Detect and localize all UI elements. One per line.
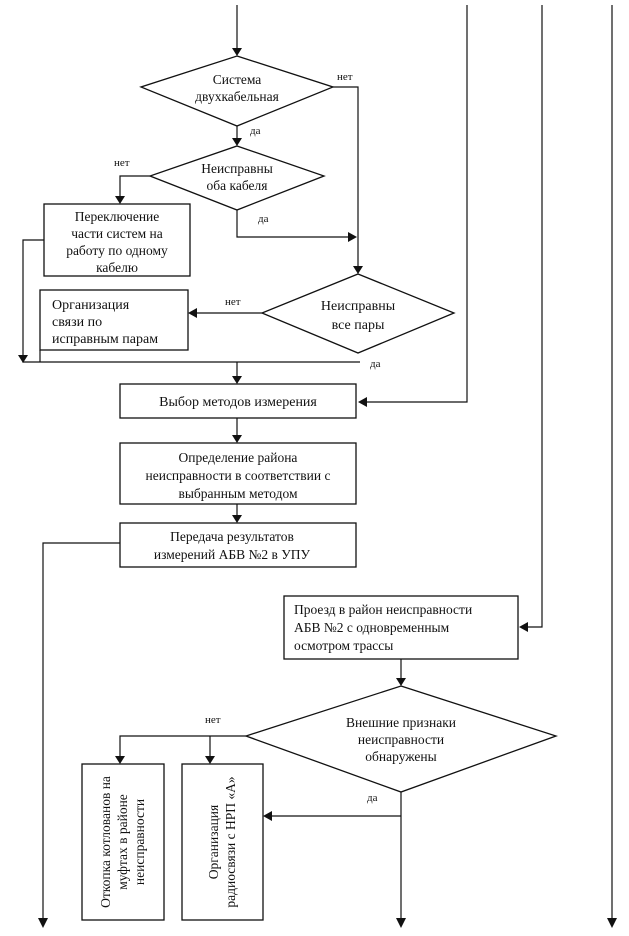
define-region-line-1: Определение района (179, 450, 298, 465)
switch-part-line-2: части систем на (71, 226, 163, 241)
label-yes-external-signs: да (367, 792, 378, 804)
org-pairs-line-2: связи по (52, 315, 102, 330)
digging-line-2: муфтах в районе (115, 794, 130, 890)
label-yes-dual-cable: да (250, 125, 261, 137)
both-cables-line-1: Неисправны (201, 161, 273, 176)
digging-line-3: неисправности (132, 799, 147, 885)
all-pairs-line-2: все пары (332, 318, 385, 333)
label-yes-both-cables: да (258, 213, 269, 225)
all-pairs-line-1: Неисправны (321, 299, 396, 314)
define-region-line-2: неисправности в соответствии с (146, 468, 331, 483)
process-choose-method: Выбор методов измерения (119, 383, 357, 419)
process-travel: Проезд в район неисправности АБВ №2 с од… (283, 595, 519, 660)
transfer-results-line-2: измерений АБВ №2 в УПУ (154, 547, 311, 562)
process-radio: Организация радиосвязи с НРП «А» (181, 763, 264, 921)
both-cables-line-2: оба кабеля (207, 178, 268, 193)
switch-part-line-4: кабелю (96, 260, 138, 275)
switch-part-line-3: работу по одному (66, 243, 168, 258)
decision-all-pairs: Неисправны все пары (260, 273, 456, 354)
connectors (22, 5, 613, 920)
label-no-dual-cable: нет (337, 71, 353, 83)
org-pairs-line-3: исправным парам (52, 332, 158, 347)
dual-cable-line-2: двухкабельная (195, 89, 279, 104)
travel-line-3: осмотром трассы (294, 638, 393, 653)
digging-line-1: Откопка котлованов на (98, 776, 113, 908)
org-pairs-line-1: Организация (52, 298, 130, 313)
label-no-both-cables: нет (114, 157, 130, 169)
travel-line-2: АБВ №2 с одновременным (294, 620, 450, 635)
define-region-line-3: выбранным методом (178, 486, 297, 501)
external-signs-line-2: неисправности (358, 732, 444, 747)
process-switch-part: Переключение части систем на работу по о… (43, 203, 191, 277)
branch-labels: нет да нет да нет да нет да (114, 71, 381, 804)
decision-both-cables: Неисправны оба кабеля (148, 145, 326, 211)
label-no-all-pairs: нет (225, 296, 241, 308)
label-yes-all-pairs: да (370, 358, 381, 370)
label-no-external-signs: нет (205, 714, 221, 726)
switch-part-line-1: Переключение (75, 209, 160, 224)
radio-line-2: радиосвязи с НРП «А» (223, 776, 238, 907)
radio-line-1: Организация (206, 805, 221, 879)
external-signs-line-3: обнаружены (365, 749, 436, 764)
external-signs-line-1: Внешние признаки (346, 715, 456, 730)
transfer-results-line-1: Передача результатов (170, 529, 294, 544)
process-org-pairs: Организация связи по исправным парам (39, 289, 189, 351)
choose-method-text: Выбор методов измерения (159, 395, 317, 410)
decision-external-signs: Внешние признаки неисправности обнаружен… (243, 685, 559, 793)
decision-dual-cable: Система двухкабельная (139, 55, 335, 127)
dual-cable-line-1: Система (213, 72, 262, 87)
process-transfer-results: Передача результатов измерений АБВ №2 в … (119, 522, 357, 568)
travel-line-1: Проезд в район неисправности (294, 602, 472, 617)
process-digging: Откопка котлованов на муфтах в районе не… (81, 763, 165, 921)
process-define-region: Определение района неисправности в соотв… (119, 442, 357, 505)
